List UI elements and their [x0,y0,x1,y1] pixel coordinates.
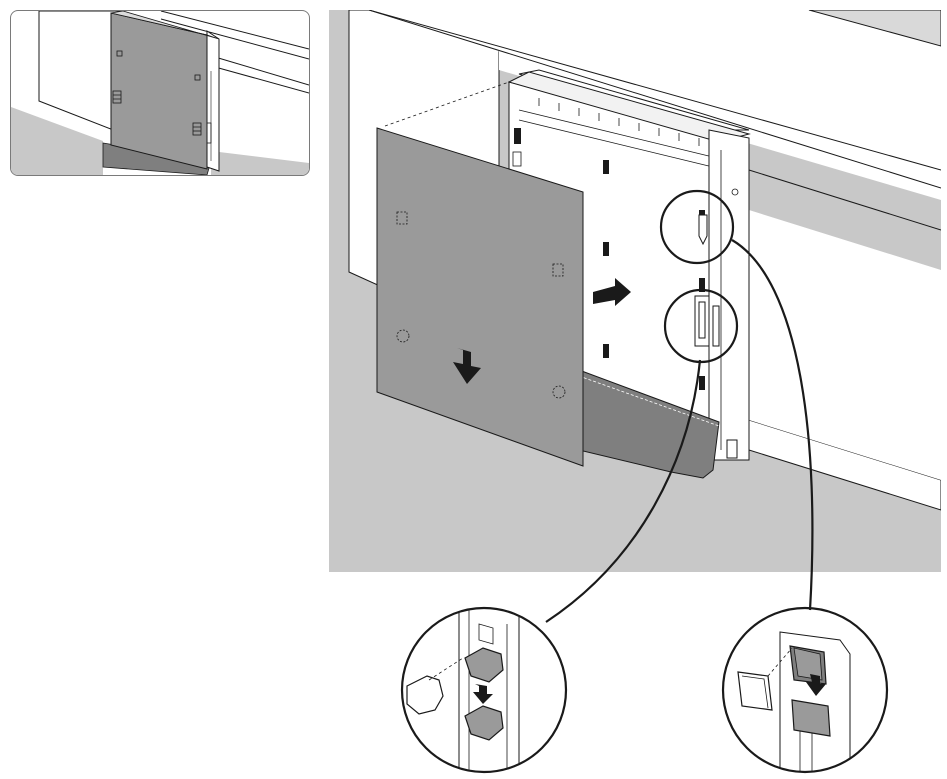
main-assembly-view [329,10,941,572]
callout-circle-upper [659,189,735,265]
detail-right-drawing [721,606,889,774]
inset-panel-fixings [112,50,202,136]
arrow-down-icon [806,674,826,696]
top-rail-ticks [538,98,700,146]
arrow-down-icon [473,684,493,704]
inset-front-panel [110,12,208,170]
detail-left-cap-lower [464,705,504,741]
detail-bracket-right [720,604,890,779]
detail-left-drawing [400,606,568,774]
detail-left-cap-upper [464,647,504,683]
detail-right-loose-clip [737,671,773,711]
detail-bracket-left [399,604,569,779]
main-assembly-drawing [329,10,941,572]
column-brackets [694,214,738,459]
arrow-right-icon [593,278,631,306]
detail-left-loose-cap [406,675,444,715]
detail-right-clip-lower [791,699,831,737]
arrow-down-icon [453,348,481,384]
overview-inset-drawing [11,11,309,175]
overview-inset [10,10,310,176]
